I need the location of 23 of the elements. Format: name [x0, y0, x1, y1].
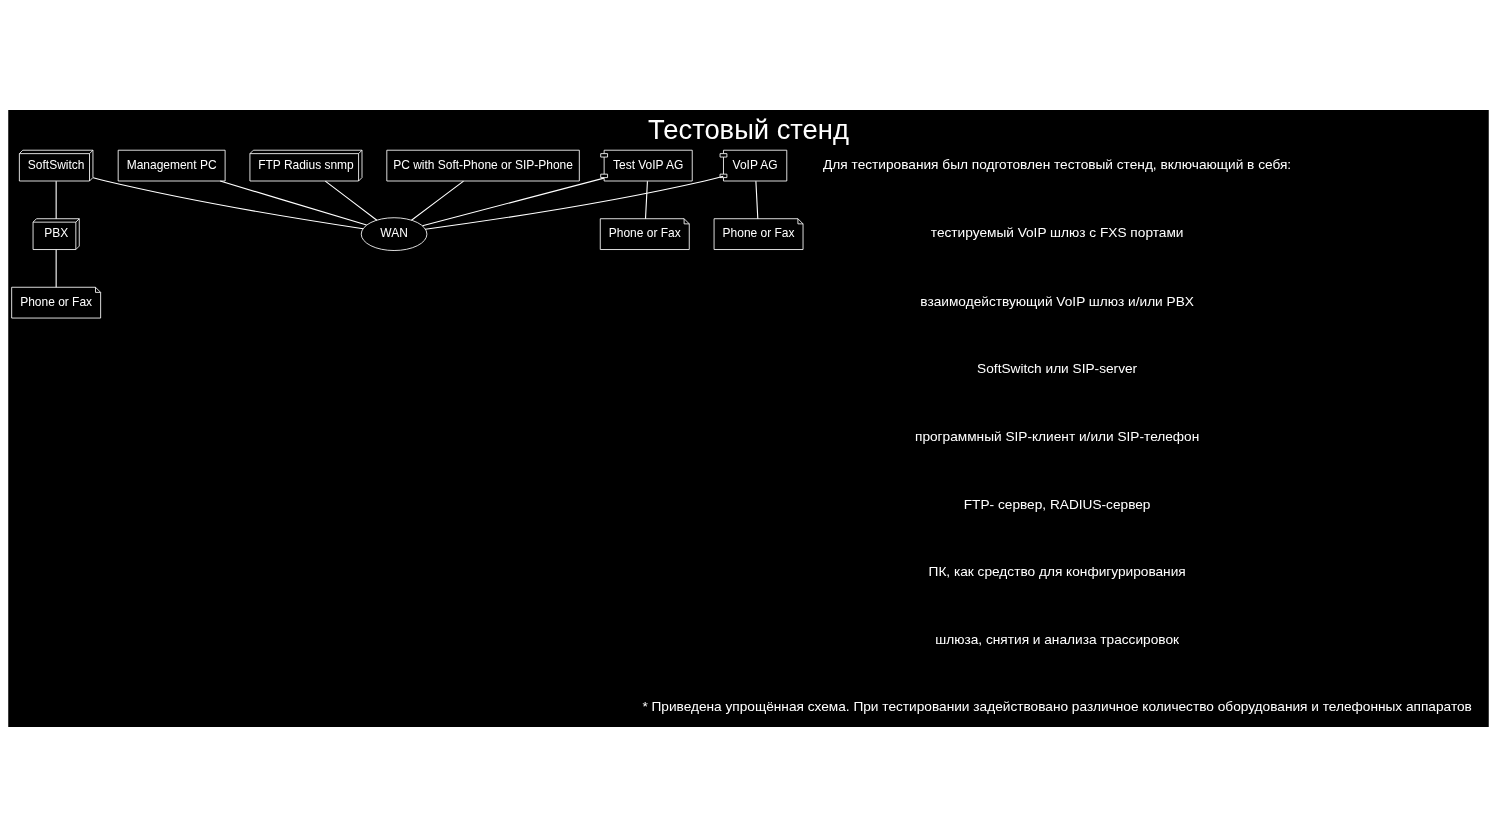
- diagram-title: Тестовый стенд: [648, 113, 849, 145]
- label: шлюза, снятия и анализа трассировок: [935, 631, 1179, 647]
- connector: [421, 177, 605, 227]
- label: * Приведена упрощённая схема. При тестировании задействовано различное количество оборудования и телефонных аппаратов: [642, 699, 1472, 715]
- connector: [55, 249, 57, 288]
- connector: [55, 180, 57, 220]
- connector: [324, 180, 378, 221]
- connector: [219, 180, 368, 226]
- node-box: PC with Soft-Phone or SIP-Phone: [386, 149, 580, 182]
- label: программный SIP-клиент и/или SIP-телефон: [914, 429, 1200, 445]
- connector: [644, 180, 648, 220]
- node-box: Management PC: [117, 149, 226, 182]
- label: ПК, как средство для конфигурирования: [928, 564, 1186, 580]
- connector: [424, 175, 724, 230]
- label: FTP- сервер, RADIUS-сервер: [963, 496, 1151, 512]
- label: тестируемый VoIP шлюз с FXS портами: [930, 225, 1184, 241]
- connector: [410, 180, 465, 221]
- label: SoftSwitch или SIP-server: [977, 361, 1138, 377]
- node-ellipse: WAN: [360, 217, 428, 251]
- connector: [755, 180, 759, 220]
- label: взаимодействующий VoIP шлюз и/или PBX: [920, 293, 1194, 309]
- connector: [92, 177, 364, 230]
- label: Для тестирования был подготовлен тестовый стенд, включающий в себя:: [823, 156, 1292, 172]
